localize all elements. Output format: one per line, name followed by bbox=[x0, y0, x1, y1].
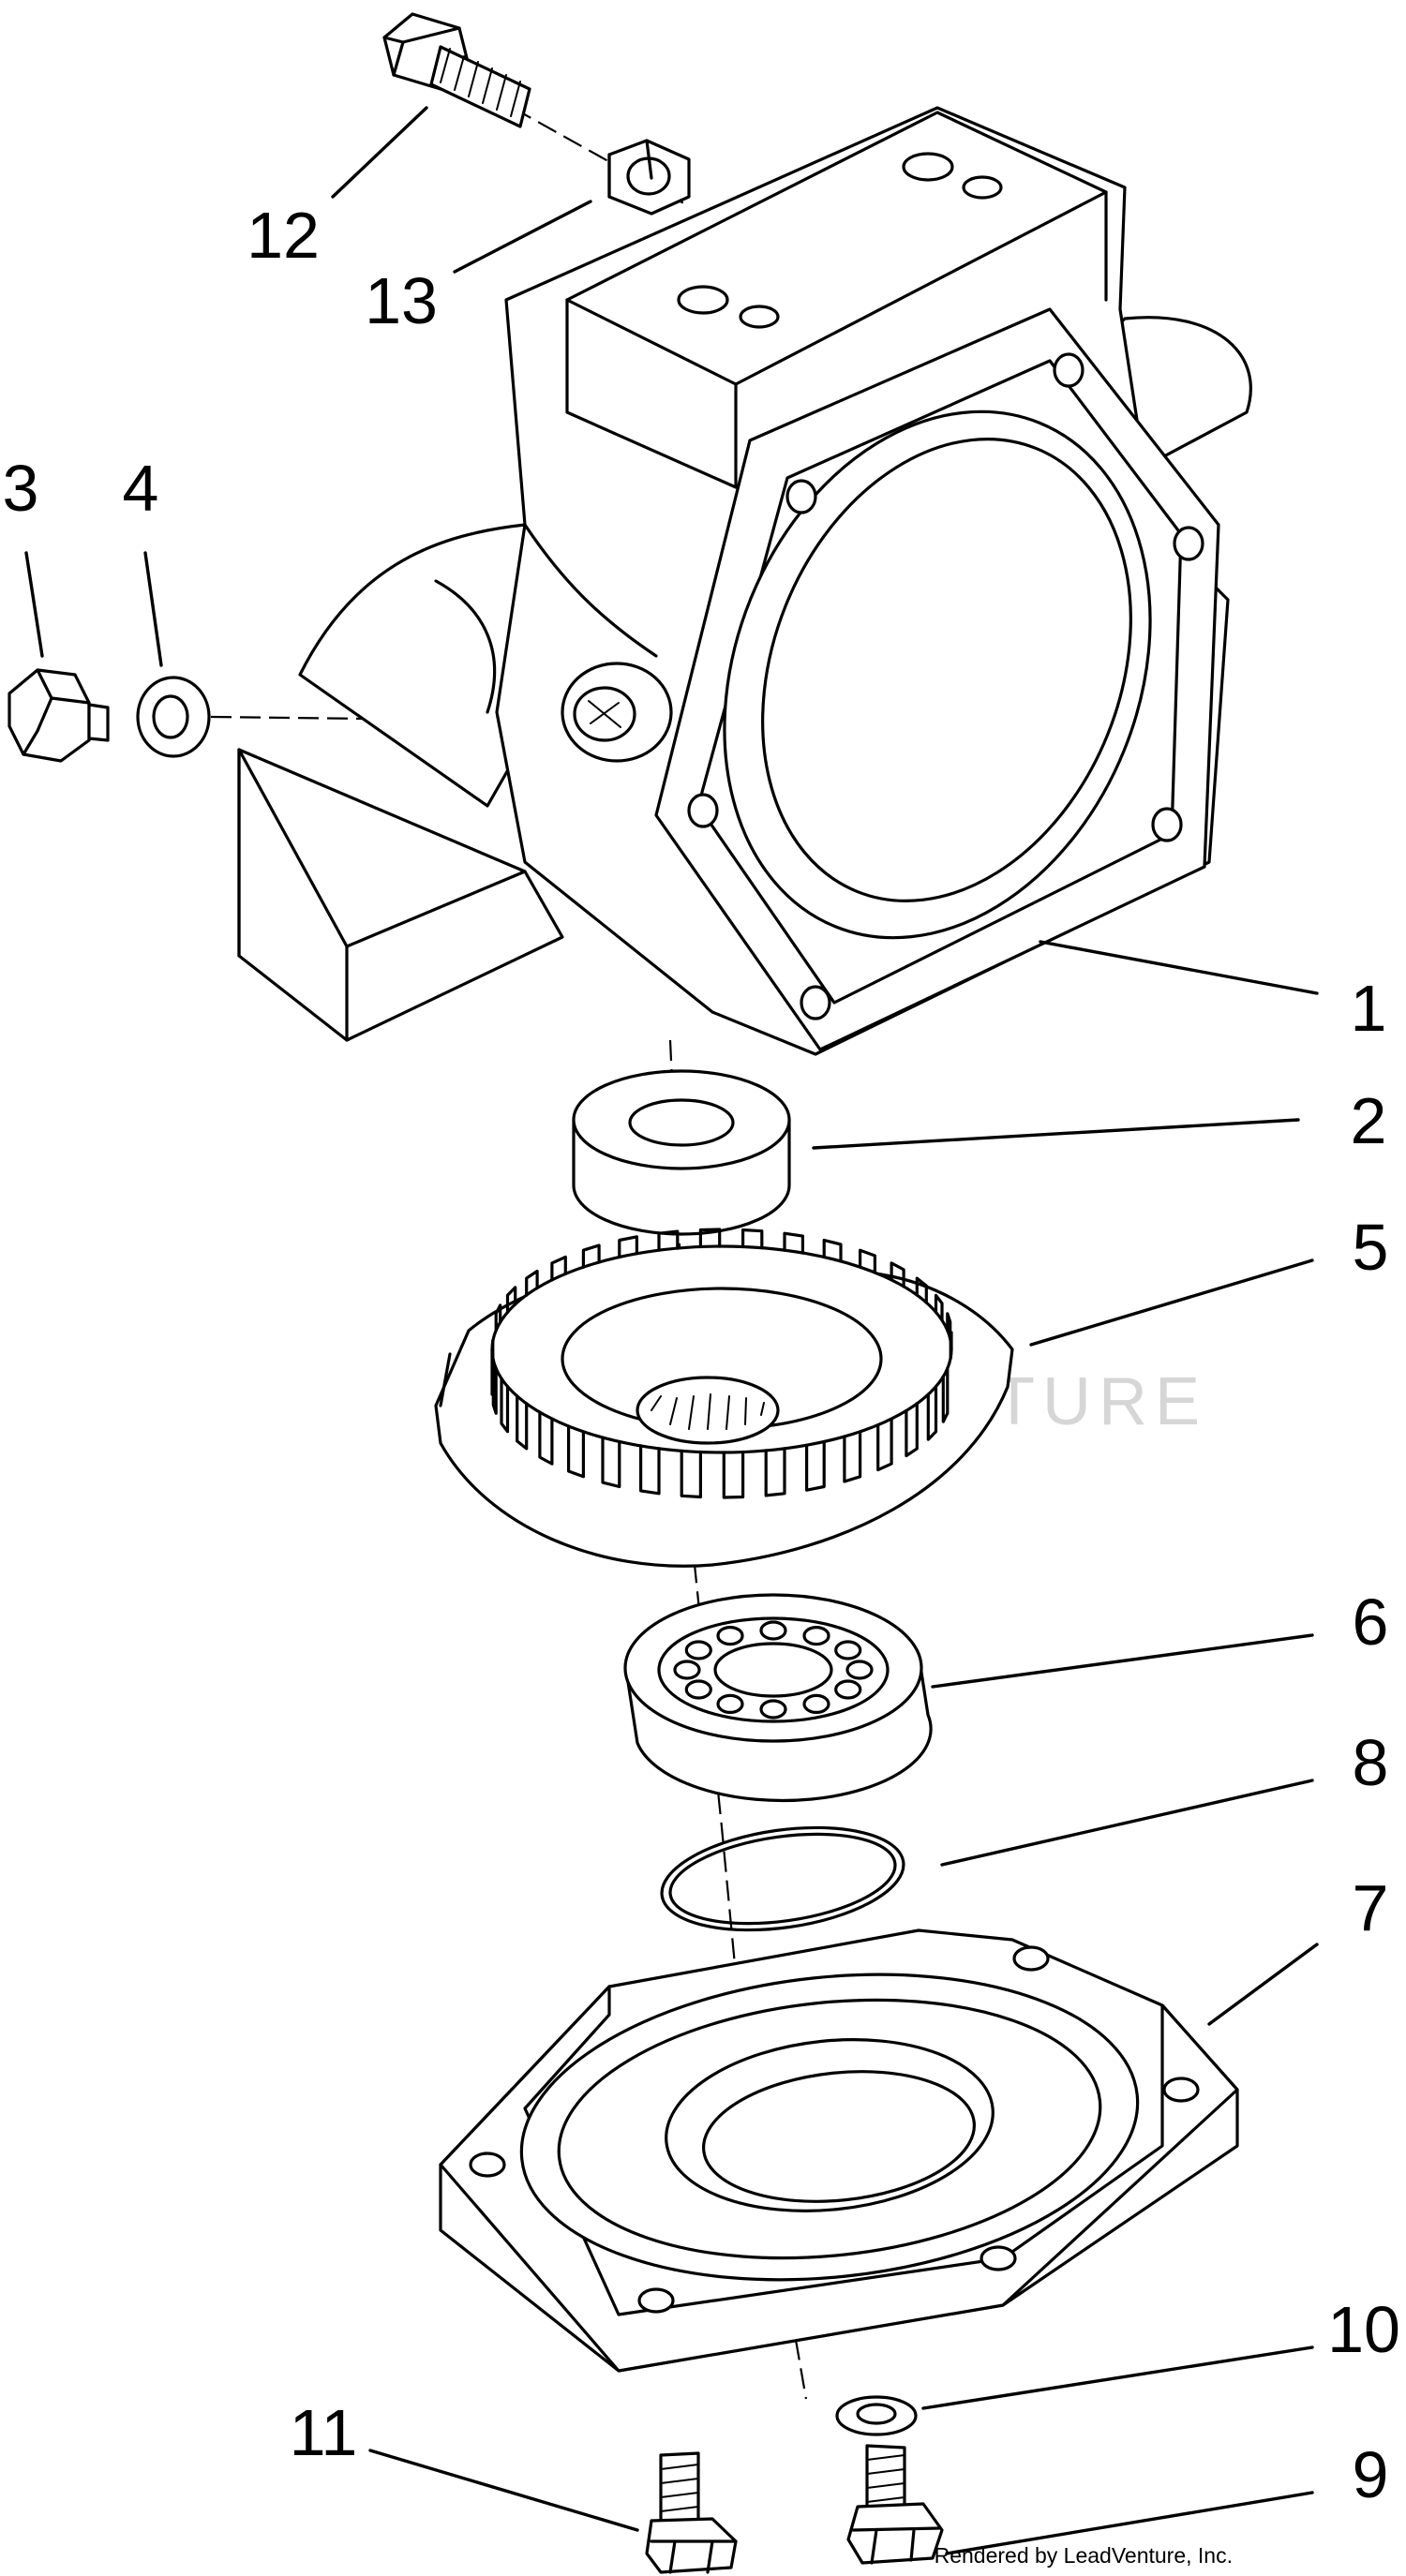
gear-tooth bbox=[946, 1312, 952, 1341]
gear-tooth bbox=[926, 1385, 938, 1441]
gear-tooth bbox=[639, 1444, 661, 1496]
gear-tooth bbox=[783, 1231, 804, 1255]
callout-8: 8 bbox=[1353, 1726, 1389, 1799]
gear-tooth bbox=[500, 1377, 510, 1434]
gear-tooth bbox=[843, 1430, 862, 1483]
callout-10: 10 bbox=[1327, 2293, 1400, 2366]
gear-tooth bbox=[657, 1229, 680, 1252]
gear-tooth bbox=[525, 1269, 539, 1297]
gear-tooth bbox=[822, 1238, 843, 1263]
gear-tooth bbox=[505, 1286, 517, 1314]
callout-5: 5 bbox=[1353, 1211, 1389, 1284]
bearing-ball bbox=[845, 1660, 874, 1680]
washer-part-10 bbox=[835, 2395, 918, 2436]
callout-1: 1 bbox=[1351, 972, 1387, 1045]
gear-tooth bbox=[698, 1228, 722, 1249]
plug-part-3 bbox=[7, 668, 110, 763]
bolt-part-12 bbox=[382, 12, 531, 128]
bearing-ball bbox=[834, 1679, 862, 1700]
bearing-balls bbox=[673, 1620, 874, 1720]
gear-tooth bbox=[934, 1293, 944, 1322]
gear-tooth bbox=[805, 1439, 826, 1492]
gear-tooth bbox=[915, 1276, 928, 1304]
gear-tooth bbox=[859, 1248, 876, 1274]
callout-labels: 1 2 3 4 5 6 7 8 9 10 11 12 13 bbox=[3, 199, 1400, 2511]
bearing-ball bbox=[759, 1699, 787, 1720]
bevel-gear-part-5 bbox=[434, 1228, 1014, 1568]
gear-tooth bbox=[618, 1235, 638, 1259]
gear-tooth bbox=[680, 1449, 702, 1499]
bearing-ball bbox=[716, 1625, 744, 1646]
washer-part-4 bbox=[136, 676, 211, 758]
spacer-ring-part-2 bbox=[572, 1069, 791, 1236]
gear-tooth bbox=[890, 1261, 905, 1288]
gearbox-housing-part-1 bbox=[237, 106, 1252, 1056]
gear-tooth bbox=[741, 1228, 764, 1250]
gear-tooth bbox=[601, 1436, 621, 1489]
gear-tooth bbox=[941, 1366, 950, 1423]
callout-12: 12 bbox=[247, 199, 320, 272]
callout-6: 6 bbox=[1353, 1586, 1389, 1659]
bearing-ball bbox=[834, 1640, 862, 1660]
gear-teeth bbox=[490, 1228, 953, 1499]
screw-part-11 bbox=[645, 2451, 738, 2574]
callout-7: 7 bbox=[1353, 1871, 1389, 1944]
render-credit: Rendered by LeadVenture, Inc. bbox=[935, 2543, 1233, 2568]
bearing-ball bbox=[684, 1679, 712, 1700]
bearing-ball bbox=[802, 1693, 830, 1715]
bearing-ball bbox=[759, 1620, 787, 1641]
gear-tooth bbox=[567, 1424, 585, 1479]
gear-tooth bbox=[494, 1303, 502, 1333]
callout-11: 11 bbox=[290, 2396, 358, 2469]
gear-tooth bbox=[538, 1410, 554, 1466]
gear-tooth bbox=[905, 1402, 919, 1458]
callout-2: 2 bbox=[1351, 1084, 1387, 1157]
bearing-part-6 bbox=[623, 1593, 933, 1803]
gear-tooth bbox=[490, 1339, 495, 1396]
bearing-ball bbox=[684, 1640, 712, 1660]
bearing-ball bbox=[802, 1625, 830, 1646]
nut-part-13 bbox=[607, 139, 691, 216]
cover-part-7 bbox=[439, 1928, 1239, 2373]
callout-3: 3 bbox=[3, 452, 39, 525]
gear-tooth bbox=[581, 1243, 601, 1269]
o-ring-part-8 bbox=[660, 1825, 905, 1932]
gear-tooth bbox=[550, 1255, 567, 1282]
gear-tooth bbox=[516, 1394, 529, 1451]
leader-lines bbox=[24, 106, 1319, 2555]
screw-part-9 bbox=[846, 2444, 944, 2565]
gear-tooth bbox=[876, 1417, 893, 1472]
callout-9: 9 bbox=[1353, 2438, 1389, 2511]
bearing-ball bbox=[716, 1693, 744, 1715]
callout-4: 4 bbox=[123, 452, 159, 525]
callout-13: 13 bbox=[365, 264, 438, 337]
gear-tooth bbox=[764, 1447, 786, 1497]
bearing-ball bbox=[673, 1660, 701, 1680]
gear-tooth bbox=[722, 1450, 745, 1499]
